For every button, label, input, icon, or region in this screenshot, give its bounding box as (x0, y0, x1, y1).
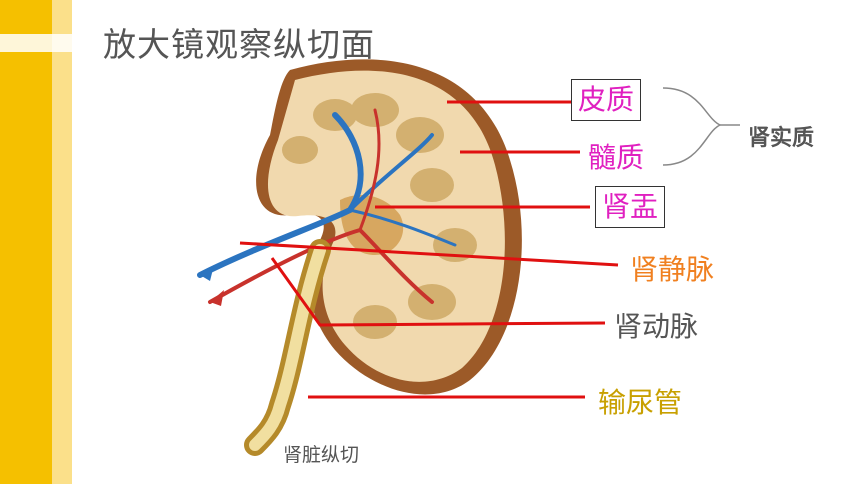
page-title: 放大镜观察纵切面 (103, 25, 375, 64)
label-pelvis: 肾盂 (595, 186, 666, 228)
label-medulla: 髓质 (588, 141, 645, 174)
label-cortex: 皮质 (571, 79, 642, 121)
sidebar-bar (0, 0, 52, 484)
group-label: 肾实质 (748, 126, 815, 151)
sidebar-accent (0, 34, 82, 52)
label-ureter: 输尿管 (598, 386, 683, 419)
label-vein: 肾静脉 (630, 253, 715, 286)
kidney-illustration (197, 59, 522, 456)
figure-caption: 肾脏纵切 (283, 444, 360, 466)
sidebar-stripe (52, 0, 72, 484)
label-artery: 肾动脉 (614, 310, 699, 343)
